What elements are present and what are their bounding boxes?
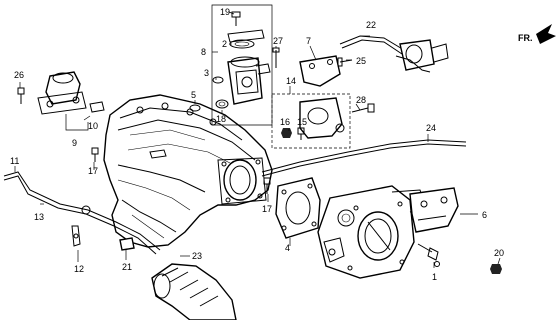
callout-2: 2	[222, 39, 227, 49]
bolt-17-left	[91, 147, 99, 162]
throttle-body-gasket	[275, 177, 321, 239]
callout-6: 6	[482, 210, 487, 220]
callout-18: 18	[216, 114, 226, 124]
callout-13: 13	[34, 212, 44, 222]
front-direction-label: FR.	[518, 33, 533, 43]
callout-9: 9	[72, 138, 77, 148]
callout-25: 25	[356, 56, 366, 66]
idle-air-control-valve-assembly	[211, 4, 273, 126]
callout-14: 14	[286, 76, 296, 86]
callout-7: 7	[306, 36, 311, 46]
regulator-assembly	[337, 35, 449, 73]
valve-assembly-9	[37, 71, 105, 131]
callout-23: 23	[192, 251, 202, 261]
throttle-cable	[3, 171, 161, 255]
intake-manifold	[103, 94, 273, 248]
cable-clip-12	[71, 225, 81, 247]
hose-24	[261, 139, 467, 177]
sensor-assembly-14	[271, 93, 375, 149]
callout-17-left: 17	[88, 166, 98, 176]
callout-labels: 1 2 3 4 5 6 7 8 9 10 11 12 13 14 15 16 1…	[10, 7, 504, 282]
callout-27: 27	[273, 36, 283, 46]
callout-26: 26	[14, 70, 24, 80]
callout-1: 1	[432, 272, 437, 282]
leader-lines	[14, 11, 501, 268]
bracket-7	[299, 55, 341, 87]
callout-5: 5	[191, 90, 196, 100]
sensor-1	[417, 243, 440, 267]
callout-22: 22	[366, 20, 376, 30]
callout-16: 16	[280, 117, 290, 127]
callout-4: 4	[285, 243, 290, 253]
callout-20: 20	[494, 248, 504, 258]
callout-12: 12	[74, 264, 84, 274]
clip-21	[119, 237, 135, 251]
bolt-27	[272, 47, 280, 68]
front-arrow-icon	[536, 24, 556, 44]
callout-11: 11	[10, 156, 19, 166]
callout-17-right: 17	[262, 204, 272, 214]
callout-19: 19	[220, 7, 230, 17]
callout-24: 24	[426, 123, 436, 133]
callout-21: 21	[122, 262, 132, 272]
bolt-26	[17, 87, 25, 104]
bolt-17-right	[263, 177, 271, 194]
throttle-cable-bracket	[409, 187, 459, 233]
callout-8: 8	[201, 47, 206, 57]
callout-3: 3	[204, 68, 209, 78]
callout-15: 15	[297, 117, 307, 127]
throttle-body	[317, 185, 427, 279]
part-5	[189, 104, 201, 112]
intake-duct	[151, 263, 237, 321]
callout-28: 28	[356, 95, 366, 105]
front-direction-indicator: FR.	[518, 24, 556, 44]
nut-20	[490, 264, 502, 274]
callout-10: 10	[88, 121, 98, 131]
